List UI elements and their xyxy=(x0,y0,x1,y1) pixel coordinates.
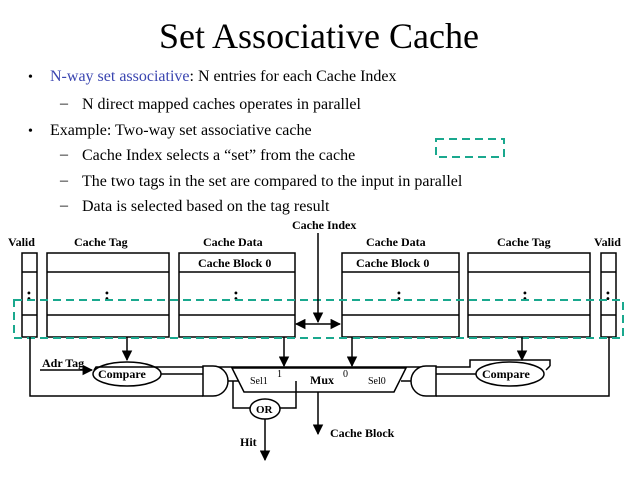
hit-label: Hit xyxy=(240,435,257,449)
bullet-marker: • xyxy=(28,124,33,139)
legend-dashed-box xyxy=(435,138,505,158)
cache-data-right-label: Cache Data xyxy=(366,235,426,249)
left-valid-array: : xyxy=(21,252,38,338)
bullet-text: : N entries for each Cache Index xyxy=(189,68,397,85)
cache-block-out-label: Cache Block xyxy=(330,426,395,440)
bullet-marker: • xyxy=(28,70,33,85)
right-tag-array: : xyxy=(467,252,591,338)
bullet-item-1: N-way set associative: N entries for eac… xyxy=(50,67,397,87)
mux-input-0-label: 0 xyxy=(343,369,348,380)
left-tag-array: : xyxy=(46,252,170,338)
dash-marker: – xyxy=(60,146,68,163)
cache-data-left-label: Cache Data xyxy=(203,235,263,249)
bullet-item-3: Example: Two-way set associative cache xyxy=(50,122,312,139)
dots-icon: : xyxy=(26,284,32,304)
bullet-item-5: The two tags in the set are compared to … xyxy=(82,173,463,190)
sel1-label: Sel1 xyxy=(250,376,268,387)
dash-marker: – xyxy=(60,197,68,214)
dots-icon: : xyxy=(396,284,402,304)
bullet-item-4: Cache Index selects a “set” from the cac… xyxy=(82,147,356,164)
compare-left-label: Compare xyxy=(98,367,146,381)
cache-block-left-label: Cache Block 0 xyxy=(198,256,271,270)
mux-input-1-label: 1 xyxy=(277,369,282,380)
and-gate-right xyxy=(410,365,437,397)
dots-icon: : xyxy=(233,284,239,304)
and-gate-left xyxy=(202,365,229,397)
mux-label: Mux xyxy=(310,373,334,387)
mux xyxy=(230,367,408,393)
compare-right-label: Compare xyxy=(482,367,530,381)
valid-right-wire xyxy=(436,337,610,397)
adr-tag-label: Adr Tag xyxy=(42,356,84,370)
right-data-array: Cache Block 0 : xyxy=(341,252,460,338)
dots-icon: : xyxy=(104,284,110,304)
dots-icon: : xyxy=(522,284,528,304)
valid-left-wire xyxy=(29,337,203,397)
dash-marker: – xyxy=(60,95,68,112)
sel0-label: Sel0 xyxy=(368,376,386,387)
or-label: OR xyxy=(256,404,274,416)
valid-left-label: Valid xyxy=(8,235,35,249)
dots-icon: : xyxy=(605,284,611,304)
valid-right-label: Valid xyxy=(594,235,621,249)
adr-tag-bus xyxy=(93,359,551,371)
cache-tag-left-label: Cache Tag xyxy=(74,235,128,249)
slide-title: Set Associative Cache xyxy=(159,16,479,56)
bullet-highlight: N-way set associative xyxy=(50,68,190,85)
cache-block-right-label: Cache Block 0 xyxy=(356,256,429,270)
bullet-item-6: Data is selected based on the tag result xyxy=(82,198,330,215)
cache-tag-right-label: Cache Tag xyxy=(497,235,551,249)
cache-index-label: Cache Index xyxy=(292,218,356,232)
right-valid-array: : xyxy=(600,252,617,338)
dash-marker: – xyxy=(60,172,68,189)
bullet-item-2: N direct mapped caches operates in paral… xyxy=(82,96,361,113)
left-data-array: Cache Block 0 : xyxy=(178,252,296,338)
